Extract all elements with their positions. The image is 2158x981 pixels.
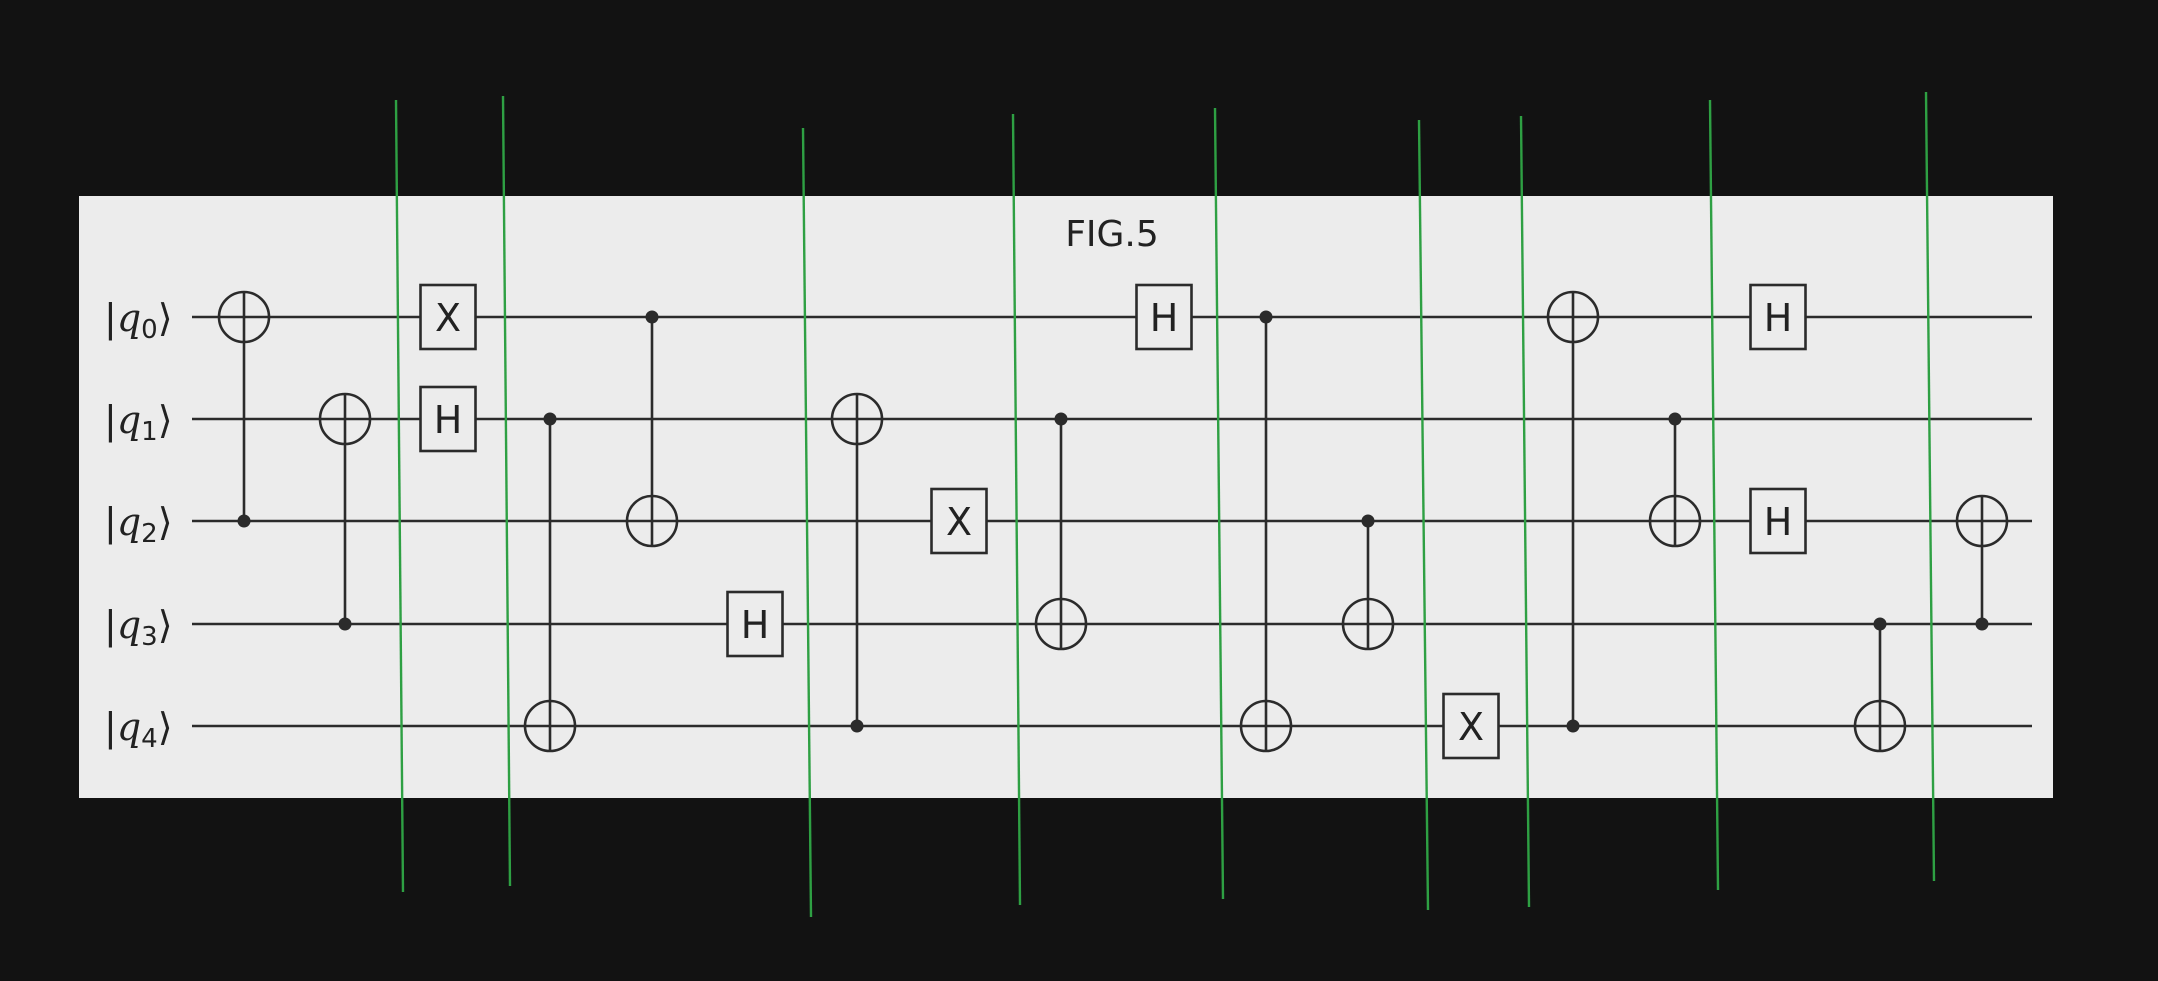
control-dot xyxy=(645,310,659,324)
gate-box xyxy=(419,283,477,351)
qubit-label-2: |q2⟩ xyxy=(104,500,173,549)
cnot-gate xyxy=(1341,514,1395,651)
cnot-gate xyxy=(1648,412,1702,548)
gate-h: H xyxy=(1749,283,1807,351)
gate-label: H xyxy=(1764,500,1793,544)
cnot-gate xyxy=(523,412,577,753)
cnot-gate xyxy=(1853,617,1907,753)
qubit-label-0: |q0⟩ xyxy=(104,296,173,345)
cnot-gate xyxy=(625,310,679,548)
separator-line-2 xyxy=(801,127,813,918)
cnot-gate xyxy=(1546,290,1600,733)
control-dot xyxy=(850,719,864,733)
qubit-label-1: |q1⟩ xyxy=(104,398,173,447)
gate-x: X xyxy=(1442,692,1500,760)
qubit-labels: |q0⟩ |q1⟩ |q2⟩ |q3⟩ |q4⟩ xyxy=(104,296,173,754)
separator-line-7 xyxy=(1708,99,1720,891)
separator-line-3 xyxy=(1011,113,1022,906)
gate-box xyxy=(419,385,477,453)
gate-label: H xyxy=(741,603,770,647)
qubit-label-4: |q4⟩ xyxy=(104,705,173,754)
qubit-wires xyxy=(192,315,2032,728)
control-dot xyxy=(543,412,557,426)
separator-line-8 xyxy=(1924,91,1936,882)
gate-box xyxy=(930,487,988,555)
control-dot xyxy=(1873,617,1887,631)
gate-h: H xyxy=(419,385,477,453)
gate-box xyxy=(1442,692,1500,760)
gate-box xyxy=(1135,283,1193,351)
cnot-gate xyxy=(217,290,271,528)
control-dot xyxy=(1975,617,1989,631)
diagram-panel xyxy=(79,196,2053,798)
gate-label: H xyxy=(1764,296,1793,340)
separator-lines xyxy=(394,91,1936,918)
separator-line-4 xyxy=(1213,107,1225,900)
separator-line-5 xyxy=(1417,119,1430,911)
control-dot xyxy=(1566,719,1580,733)
gate-label: H xyxy=(434,398,463,442)
cnot-gate xyxy=(1955,494,2009,631)
figure-title: FIG.5 xyxy=(1065,214,1159,255)
gate-h: H xyxy=(1135,283,1193,351)
gate-label: X xyxy=(946,500,972,544)
control-dot xyxy=(1668,412,1682,426)
gate-box xyxy=(726,590,784,658)
cnot-gate xyxy=(1239,310,1293,753)
gate-label: X xyxy=(435,296,461,340)
control-dot xyxy=(338,617,352,631)
gate-box xyxy=(1749,283,1807,351)
gate-x: X xyxy=(419,283,477,351)
gate-h: H xyxy=(726,590,784,658)
gate-box xyxy=(1749,487,1807,555)
gate-h: H xyxy=(1749,487,1807,555)
control-dot xyxy=(237,514,251,528)
cnot-gate xyxy=(1034,412,1088,651)
separator-line-1 xyxy=(501,95,512,887)
control-dot xyxy=(1361,514,1375,528)
cnot-gate xyxy=(830,392,884,733)
gate-label: X xyxy=(1458,705,1484,749)
separator-line-0 xyxy=(394,99,405,893)
control-dot xyxy=(1054,412,1068,426)
gate-x: X xyxy=(930,487,988,555)
cnot-gate xyxy=(318,392,372,631)
gate-layer: X H H X H X H H xyxy=(217,283,2009,760)
gate-label: H xyxy=(1150,296,1179,340)
qubit-label-3: |q3⟩ xyxy=(104,603,173,652)
separator-line-6 xyxy=(1519,115,1531,908)
control-dot xyxy=(1259,310,1273,324)
